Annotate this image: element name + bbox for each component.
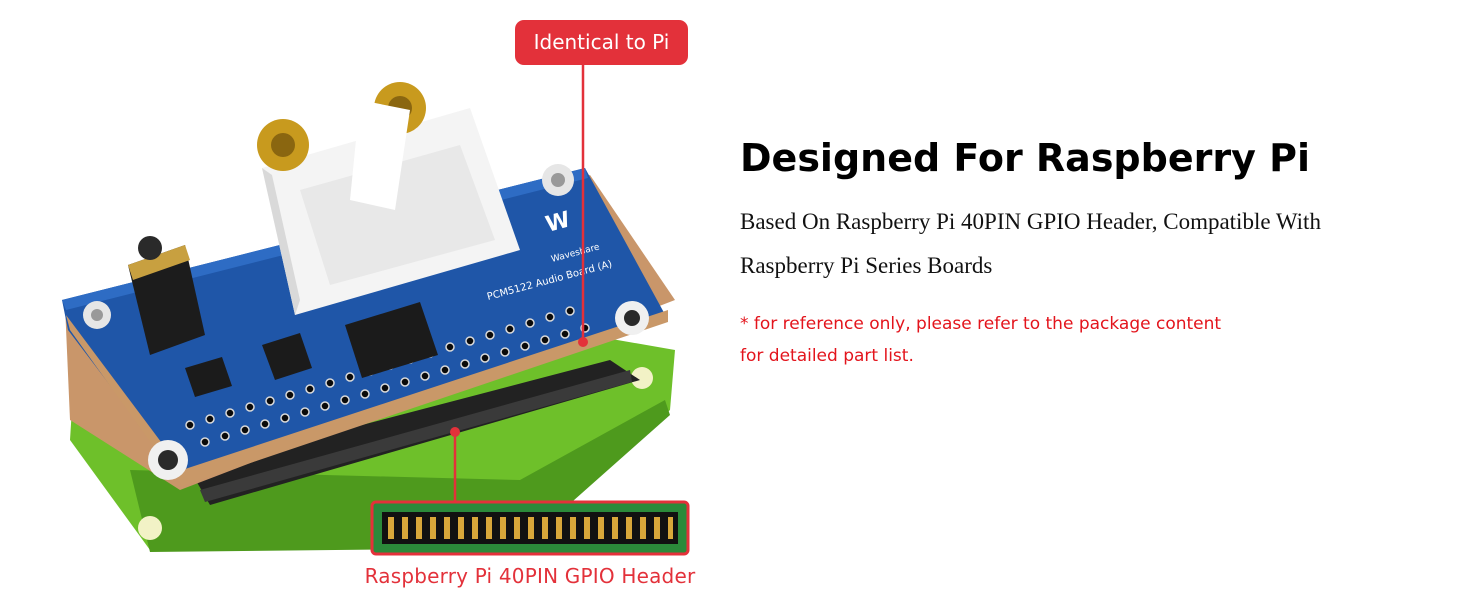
reference-note: * for reference only, please refer to th… — [740, 308, 1300, 372]
rca-connector-block — [257, 82, 520, 315]
feature-title: Designed For Raspberry Pi — [740, 136, 1310, 180]
identical-to-pi-callout: Identical to Pi — [515, 20, 688, 65]
headphone-jack — [128, 236, 205, 355]
gpio-header-callout: Raspberry Pi 40PIN GPIO Header — [364, 564, 696, 588]
product-image: W Waveshare PCM5122 Audio Board (A) — [0, 0, 720, 600]
gpio-header-zoom — [370, 500, 690, 556]
feature-description: Based On Raspberry Pi 40PIN GPIO Header,… — [740, 209, 1321, 278]
ic-chips — [185, 302, 438, 397]
reference-note-line-2: for detailed part list. — [740, 346, 914, 366]
gpio-header-3d — [190, 360, 640, 505]
callout-lines — [453, 65, 585, 502]
reference-note-line-1: * for reference only, please refer to th… — [740, 314, 1222, 334]
audio-board-illustration: W Waveshare PCM5122 Audio Board (A) — [62, 65, 690, 556]
